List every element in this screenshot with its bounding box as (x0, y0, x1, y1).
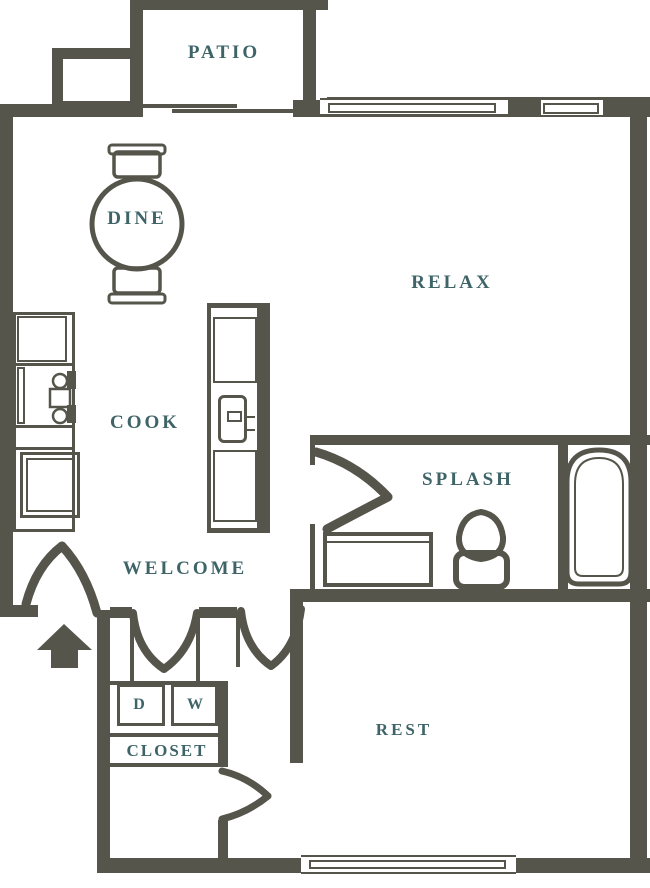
closet-door-swing (218, 767, 272, 823)
dine-label: DINE (107, 208, 167, 229)
wall-right (630, 97, 647, 873)
splash-label: SPLASH (422, 469, 514, 490)
refrigerator-inner (26, 458, 74, 512)
bedroom-door-jamb (236, 612, 240, 667)
laundry-shelf-top (110, 681, 228, 685)
sliding-glass-door (320, 98, 508, 116)
window-rest (301, 855, 516, 874)
kitchen-sink (218, 395, 247, 443)
wall-hall-south-a (110, 607, 132, 618)
wall-top-mid (293, 100, 327, 117)
wall-storage-annex (52, 48, 143, 112)
wall-hall-column (290, 589, 303, 763)
closet-shelf-upper (110, 733, 228, 737)
laundry-jamb-right (196, 611, 200, 682)
dining-chair-top-seat (112, 150, 162, 179)
range-edge-2 (67, 405, 76, 423)
wall-bath-top (310, 435, 650, 445)
entry-arrow (37, 624, 92, 668)
dryer-label: D (133, 696, 147, 713)
wall-left (0, 104, 13, 607)
wall-hall-south-b (199, 607, 237, 618)
wall-bath-left-lower (310, 524, 315, 602)
counter-divider-1 (13, 363, 75, 366)
window-relax-pane (543, 103, 599, 114)
toilet-tank (453, 550, 510, 590)
island-cabinet-bottom (213, 450, 257, 522)
dryer-box (117, 684, 165, 726)
window-rest-pane (309, 860, 506, 869)
sliding-glass-door-panel (328, 103, 496, 113)
rest-label: REST (375, 720, 433, 739)
wall-top-dine (0, 104, 143, 117)
kitchen-island-outline (207, 303, 270, 533)
closet-shelf-lower (110, 763, 228, 767)
bathtub-outer (564, 447, 634, 587)
oven-door (17, 367, 25, 424)
dining-chair-bottom-seat (112, 266, 162, 295)
vanity-inner-line (327, 541, 429, 543)
welcome-label: WELCOME (122, 558, 248, 579)
range-edge-1 (67, 371, 76, 389)
dining-chair-bottom-back (107, 292, 167, 305)
wall-patio-right (303, 0, 316, 102)
window-relax (541, 98, 603, 117)
counter-divider-2 (13, 425, 75, 428)
counter-divider-3 (13, 447, 75, 450)
wall-bath-divider (558, 445, 568, 602)
wall-laundry-right (218, 682, 228, 767)
wall-closet-stub (218, 820, 228, 860)
toilet-bowl (455, 508, 507, 563)
laundry-jamb-left (130, 611, 134, 682)
refrigerator (20, 452, 80, 518)
wall-patio-top (130, 0, 328, 10)
wall-bath-bottom (303, 589, 650, 602)
relax-label: RELAX (411, 272, 493, 293)
vanity-counter (323, 532, 433, 587)
wall-bath-left-upper (310, 435, 315, 465)
bathroom-door-swing (311, 447, 393, 534)
patio-label: PATIO (187, 42, 261, 63)
washer-box (171, 684, 218, 726)
kitchen-upper-cabinet (17, 316, 67, 362)
patio-slider-panel-2 (172, 109, 297, 113)
dining-chair-top-back (107, 143, 167, 156)
washer-label: W (187, 696, 205, 713)
patio-slider-panel-1 (143, 104, 237, 108)
laundry-door-swing (129, 609, 201, 673)
wall-entry-stub (0, 605, 38, 617)
sink-faucet (227, 411, 242, 422)
entry-door-swing (21, 541, 102, 618)
bathtub-inner (574, 456, 624, 577)
cook-label: COOK (109, 412, 181, 433)
island-cabinet-top (213, 317, 257, 383)
wall-hall-left (97, 610, 110, 858)
closet-label: CLOSET (126, 741, 208, 760)
